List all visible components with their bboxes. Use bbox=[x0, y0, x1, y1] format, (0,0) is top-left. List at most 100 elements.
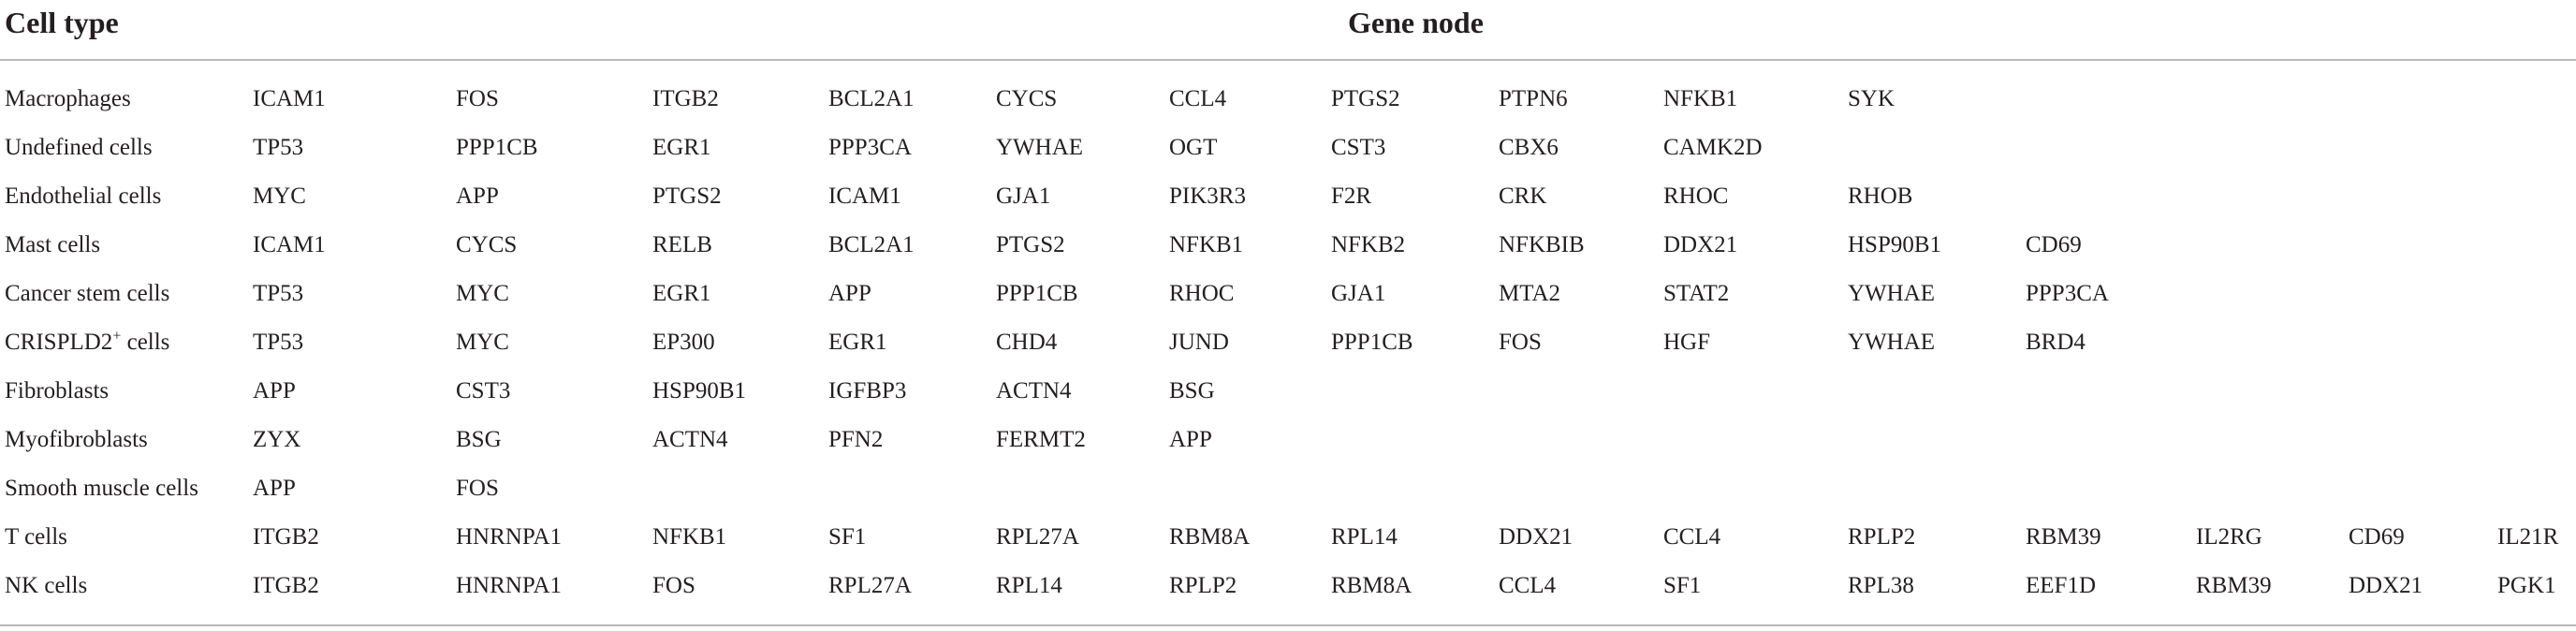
gene-node-cell: CCL4 bbox=[1499, 573, 1557, 598]
gene-node-cell: ZYX bbox=[253, 427, 301, 452]
cell-type-label: Cancer stem cells bbox=[5, 270, 169, 318]
gene-node-cell: EEF1D bbox=[2026, 573, 2096, 598]
cell-type-label: NK cells bbox=[5, 562, 87, 610]
gene-node-cell: PPP1CB bbox=[456, 135, 538, 160]
gene-node-cell: RPL38 bbox=[1848, 573, 1914, 598]
cell-type-name: Myofibroblasts bbox=[5, 427, 148, 452]
gene-node-cell: RPL14 bbox=[1331, 524, 1398, 550]
gene-node-cell: CYCS bbox=[456, 232, 518, 257]
gene-node-cell: NFKBIB bbox=[1499, 232, 1585, 257]
gene-node-cell: CCL4 bbox=[1663, 524, 1721, 550]
gene-node-cell: CHD4 bbox=[996, 330, 1058, 355]
cell-type-label: Smooth muscle cells bbox=[5, 464, 198, 513]
gene-node-cell: HSP90B1 bbox=[1848, 232, 1942, 257]
gene-node-cell: ICAM1 bbox=[253, 86, 326, 111]
gene-node-cell: CRK bbox=[1499, 183, 1547, 209]
gene-node-cell: SF1 bbox=[828, 524, 867, 550]
gene-node-cell: ICAM1 bbox=[828, 183, 901, 209]
gene-node-cell: YWHAE bbox=[996, 135, 1084, 160]
gene-node-cell: PPP1CB bbox=[1331, 330, 1413, 355]
gene-node-cell: PTGS2 bbox=[652, 183, 722, 209]
gene-node-cell: PPP3CA bbox=[828, 135, 912, 160]
gene-node-cell: APP bbox=[253, 378, 296, 404]
gene-node-cell: PTGS2 bbox=[1331, 86, 1400, 111]
gene-node-cell: CD69 bbox=[2349, 524, 2405, 550]
gene-node-cell: PTPN6 bbox=[1499, 86, 1568, 111]
cell-type-name: Undefined cells bbox=[5, 135, 153, 160]
gene-node-cell: PPP3CA bbox=[2026, 281, 2109, 306]
gene-node-cell: BSG bbox=[1169, 378, 1215, 404]
gene-node-cell: EP300 bbox=[652, 330, 715, 355]
cell-type-name: Macrophages bbox=[5, 86, 131, 111]
gene-node-cell: HSP90B1 bbox=[652, 378, 747, 404]
gene-node-cell: RBM8A bbox=[1331, 573, 1412, 598]
gene-node-cell: DDX21 bbox=[1499, 524, 1573, 550]
gene-node-cell: FOS bbox=[1499, 330, 1542, 355]
table-header: Cell type Gene node bbox=[0, 0, 2576, 47]
gene-node-cell: BSG bbox=[456, 427, 502, 452]
gene-node-cell: TP53 bbox=[253, 281, 304, 306]
cell-type-suffix: cells bbox=[121, 330, 170, 355]
gene-node-cell: TP53 bbox=[253, 330, 304, 355]
cell-type-name: Cancer stem cells bbox=[5, 281, 170, 306]
gene-node-cell: RPLP2 bbox=[1848, 524, 1916, 550]
gene-node-cell: CBX6 bbox=[1499, 135, 1559, 160]
cell-type-name: T cells bbox=[5, 524, 67, 550]
gene-node-cell: EGR1 bbox=[652, 281, 711, 306]
gene-node-cell: PGK1 bbox=[2497, 573, 2556, 598]
gene-node-cell: MYC bbox=[456, 281, 509, 306]
gene-node-cell: IGFBP3 bbox=[828, 378, 907, 404]
gene-node-cell: RPL27A bbox=[828, 573, 912, 598]
gene-node-cell: TP53 bbox=[253, 135, 304, 160]
gene-node-cell: GJA1 bbox=[996, 183, 1051, 209]
cell-type-name: Endothelial cells bbox=[5, 183, 162, 209]
gene-node-cell: EGR1 bbox=[652, 135, 711, 160]
gene-node-cell: RBM39 bbox=[2026, 524, 2101, 550]
gene-node-cell: PIK3R3 bbox=[1169, 183, 1246, 209]
gene-node-cell: FERMT2 bbox=[996, 427, 1086, 452]
gene-node-cell: MTA2 bbox=[1499, 281, 1561, 306]
cell-type-label: T cells bbox=[5, 513, 67, 562]
gene-node-cell: FOS bbox=[456, 476, 499, 501]
gene-node-cell: SYK bbox=[1848, 86, 1895, 111]
cell-type-label: Mast cells bbox=[5, 221, 100, 270]
cell-type-superscript: + bbox=[112, 328, 122, 345]
gene-node-cell: ITGB2 bbox=[253, 573, 319, 598]
header-rule bbox=[0, 59, 2576, 61]
gene-node-cell: ITGB2 bbox=[652, 86, 719, 111]
gene-node-cell: ACTN4 bbox=[652, 427, 728, 452]
gene-node-cell: PTGS2 bbox=[996, 232, 1065, 257]
gene-node-cell: HNRNPA1 bbox=[456, 524, 563, 550]
gene-node-cell: FOS bbox=[652, 573, 695, 598]
gene-node-cell: MYC bbox=[456, 330, 509, 355]
gene-node-cell: APP bbox=[1169, 427, 1212, 452]
gene-node-cell: ITGB2 bbox=[253, 524, 319, 550]
gene-node-cell: RHOC bbox=[1663, 183, 1729, 209]
gene-node-cell: NFKB2 bbox=[1331, 232, 1406, 257]
gene-node-cell: NFKB1 bbox=[1663, 86, 1738, 111]
table-row: Undefined cells TP53 PPP1CB EGR1 PPP3CA YWHAE… bbox=[0, 124, 2576, 172]
cell-type-name: Mast cells bbox=[5, 232, 101, 257]
gene-node-cell: RBM39 bbox=[2196, 573, 2272, 598]
gene-node-cell: HGF bbox=[1663, 330, 1711, 355]
gene-node-cell: F2R bbox=[1331, 183, 1372, 209]
cell-type-name: Fibroblasts bbox=[5, 378, 110, 404]
gene-node-cell: CAMK2D bbox=[1663, 135, 1763, 160]
cell-type-label: Fibroblasts bbox=[5, 367, 109, 416]
gene-node-cell: IL2RG bbox=[2196, 524, 2262, 550]
gene-node-cell: NFKB1 bbox=[1169, 232, 1244, 257]
gene-node-cell: APP bbox=[456, 183, 499, 209]
gene-node-cell: BCL2A1 bbox=[828, 232, 915, 257]
gene-node-cell: CD69 bbox=[2026, 232, 2082, 257]
gene-node-cell: RPLP2 bbox=[1169, 573, 1237, 598]
gene-node-cell: JUND bbox=[1169, 330, 1229, 355]
